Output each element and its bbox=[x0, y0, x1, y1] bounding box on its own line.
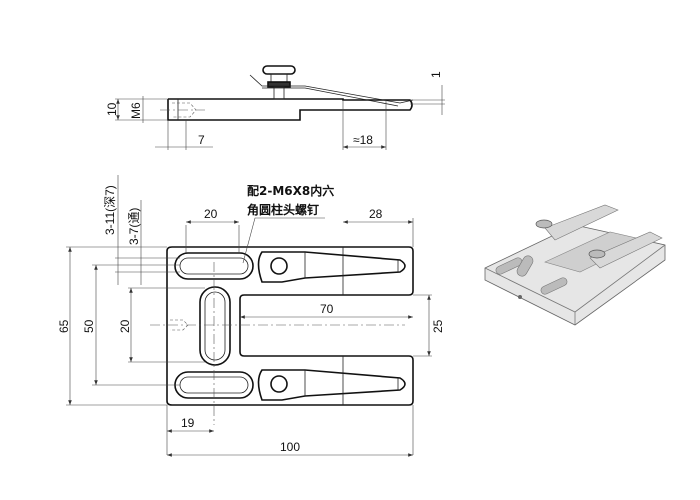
dim-height: 65 bbox=[57, 319, 71, 333]
dim-arm-length: 28 bbox=[369, 207, 383, 221]
side-dim-gap: 1 bbox=[429, 71, 443, 78]
dim-depth: 70 bbox=[320, 302, 334, 316]
clamp-arm-bottom bbox=[257, 369, 406, 401]
dim-slot-width: 20 bbox=[204, 207, 218, 221]
slot-center bbox=[199, 286, 231, 366]
slot-top bbox=[174, 252, 254, 280]
side-dim-offset: 7 bbox=[198, 133, 205, 147]
plan-view: 配2-M6X8内六 角圆柱头螺钉 20 28 70 25 20 50 65 3-… bbox=[57, 175, 445, 457]
clamp-arm-top bbox=[257, 251, 406, 283]
dim-center-slot: 20 bbox=[118, 319, 132, 333]
side-dim-height: 10 bbox=[105, 102, 119, 116]
side-dim-spring: ≈18 bbox=[353, 133, 373, 147]
dim-width: 100 bbox=[280, 440, 300, 454]
dim-edge: 19 bbox=[181, 416, 195, 430]
dim-hole-b: 3-7(通) bbox=[127, 208, 141, 245]
dim-hole-a: 3-11(深7) bbox=[103, 185, 117, 235]
side-view: 10 M6 7 ≈18 1 bbox=[105, 65, 445, 150]
isometric-view bbox=[484, 204, 666, 326]
side-dim-thread: M6 bbox=[129, 102, 143, 119]
screw-note-line2: 角圆柱头螺钉 bbox=[247, 202, 319, 217]
knob-icon bbox=[262, 65, 296, 100]
screw-note-line1: 配2-M6X8内六 bbox=[247, 183, 334, 198]
dim-opening: 25 bbox=[431, 319, 445, 333]
dim-pitch: 50 bbox=[82, 319, 96, 333]
